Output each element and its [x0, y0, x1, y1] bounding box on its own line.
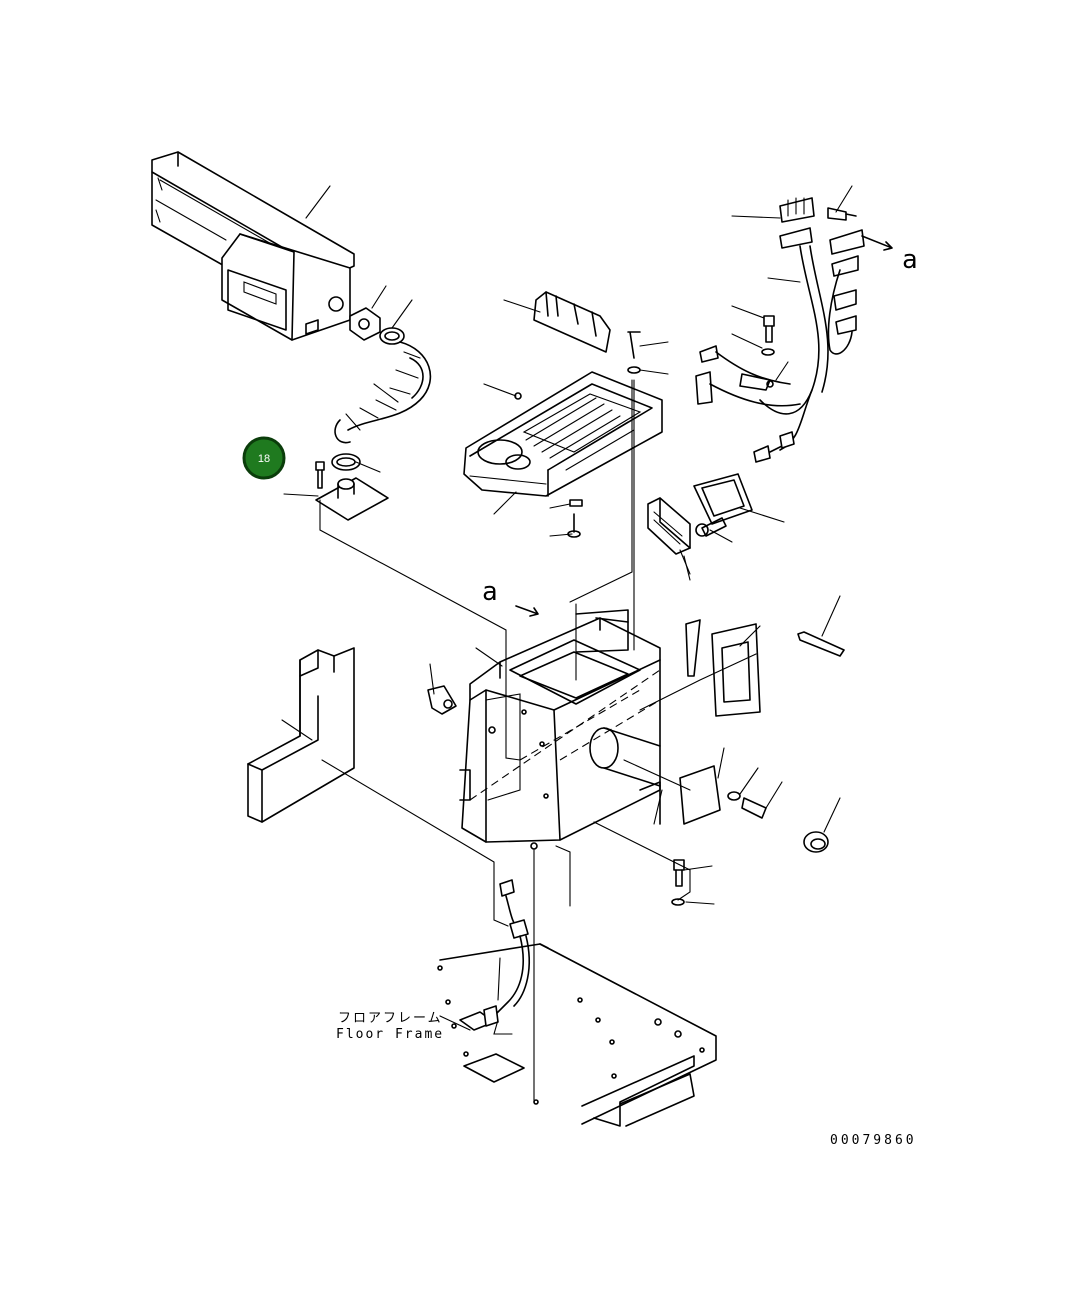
callout-18-marker[interactable]: [242, 436, 286, 480]
console-small-box: [533, 291, 611, 353]
floor-frame-label-en: Floor Frame: [336, 1027, 444, 1042]
console-upper-cover: [463, 371, 663, 497]
insulation-pad: [247, 647, 355, 823]
side-panel-bracket: [685, 619, 845, 717]
console-body: [459, 609, 661, 850]
air-filter-box: [647, 497, 727, 555]
console-lamp: [427, 685, 457, 715]
drawing-number: 00079860: [830, 1133, 917, 1148]
duct-hose: [334, 341, 432, 444]
floor-frame-label-jp: フロアフレーム: [338, 1011, 443, 1026]
floor-frame: [437, 943, 717, 1127]
reference-letter-a-center: a: [482, 577, 498, 607]
reference-letter-a-right: a: [902, 245, 918, 275]
harness-bolt: [761, 315, 775, 388]
lower-cover-plate: [671, 765, 829, 906]
callout-18-label: 18: [258, 453, 270, 465]
duct-plate-assembly: [315, 453, 389, 521]
dash-panel-assembly: [151, 151, 355, 341]
wiring-harness: [695, 197, 865, 463]
callout-18[interactable]: 18: [242, 436, 286, 480]
air-outlet-bracket: [349, 307, 405, 345]
leader-lines: [281, 185, 893, 1103]
floor-lamp-wire: [483, 879, 530, 1027]
gasket-frame: [693, 473, 753, 525]
